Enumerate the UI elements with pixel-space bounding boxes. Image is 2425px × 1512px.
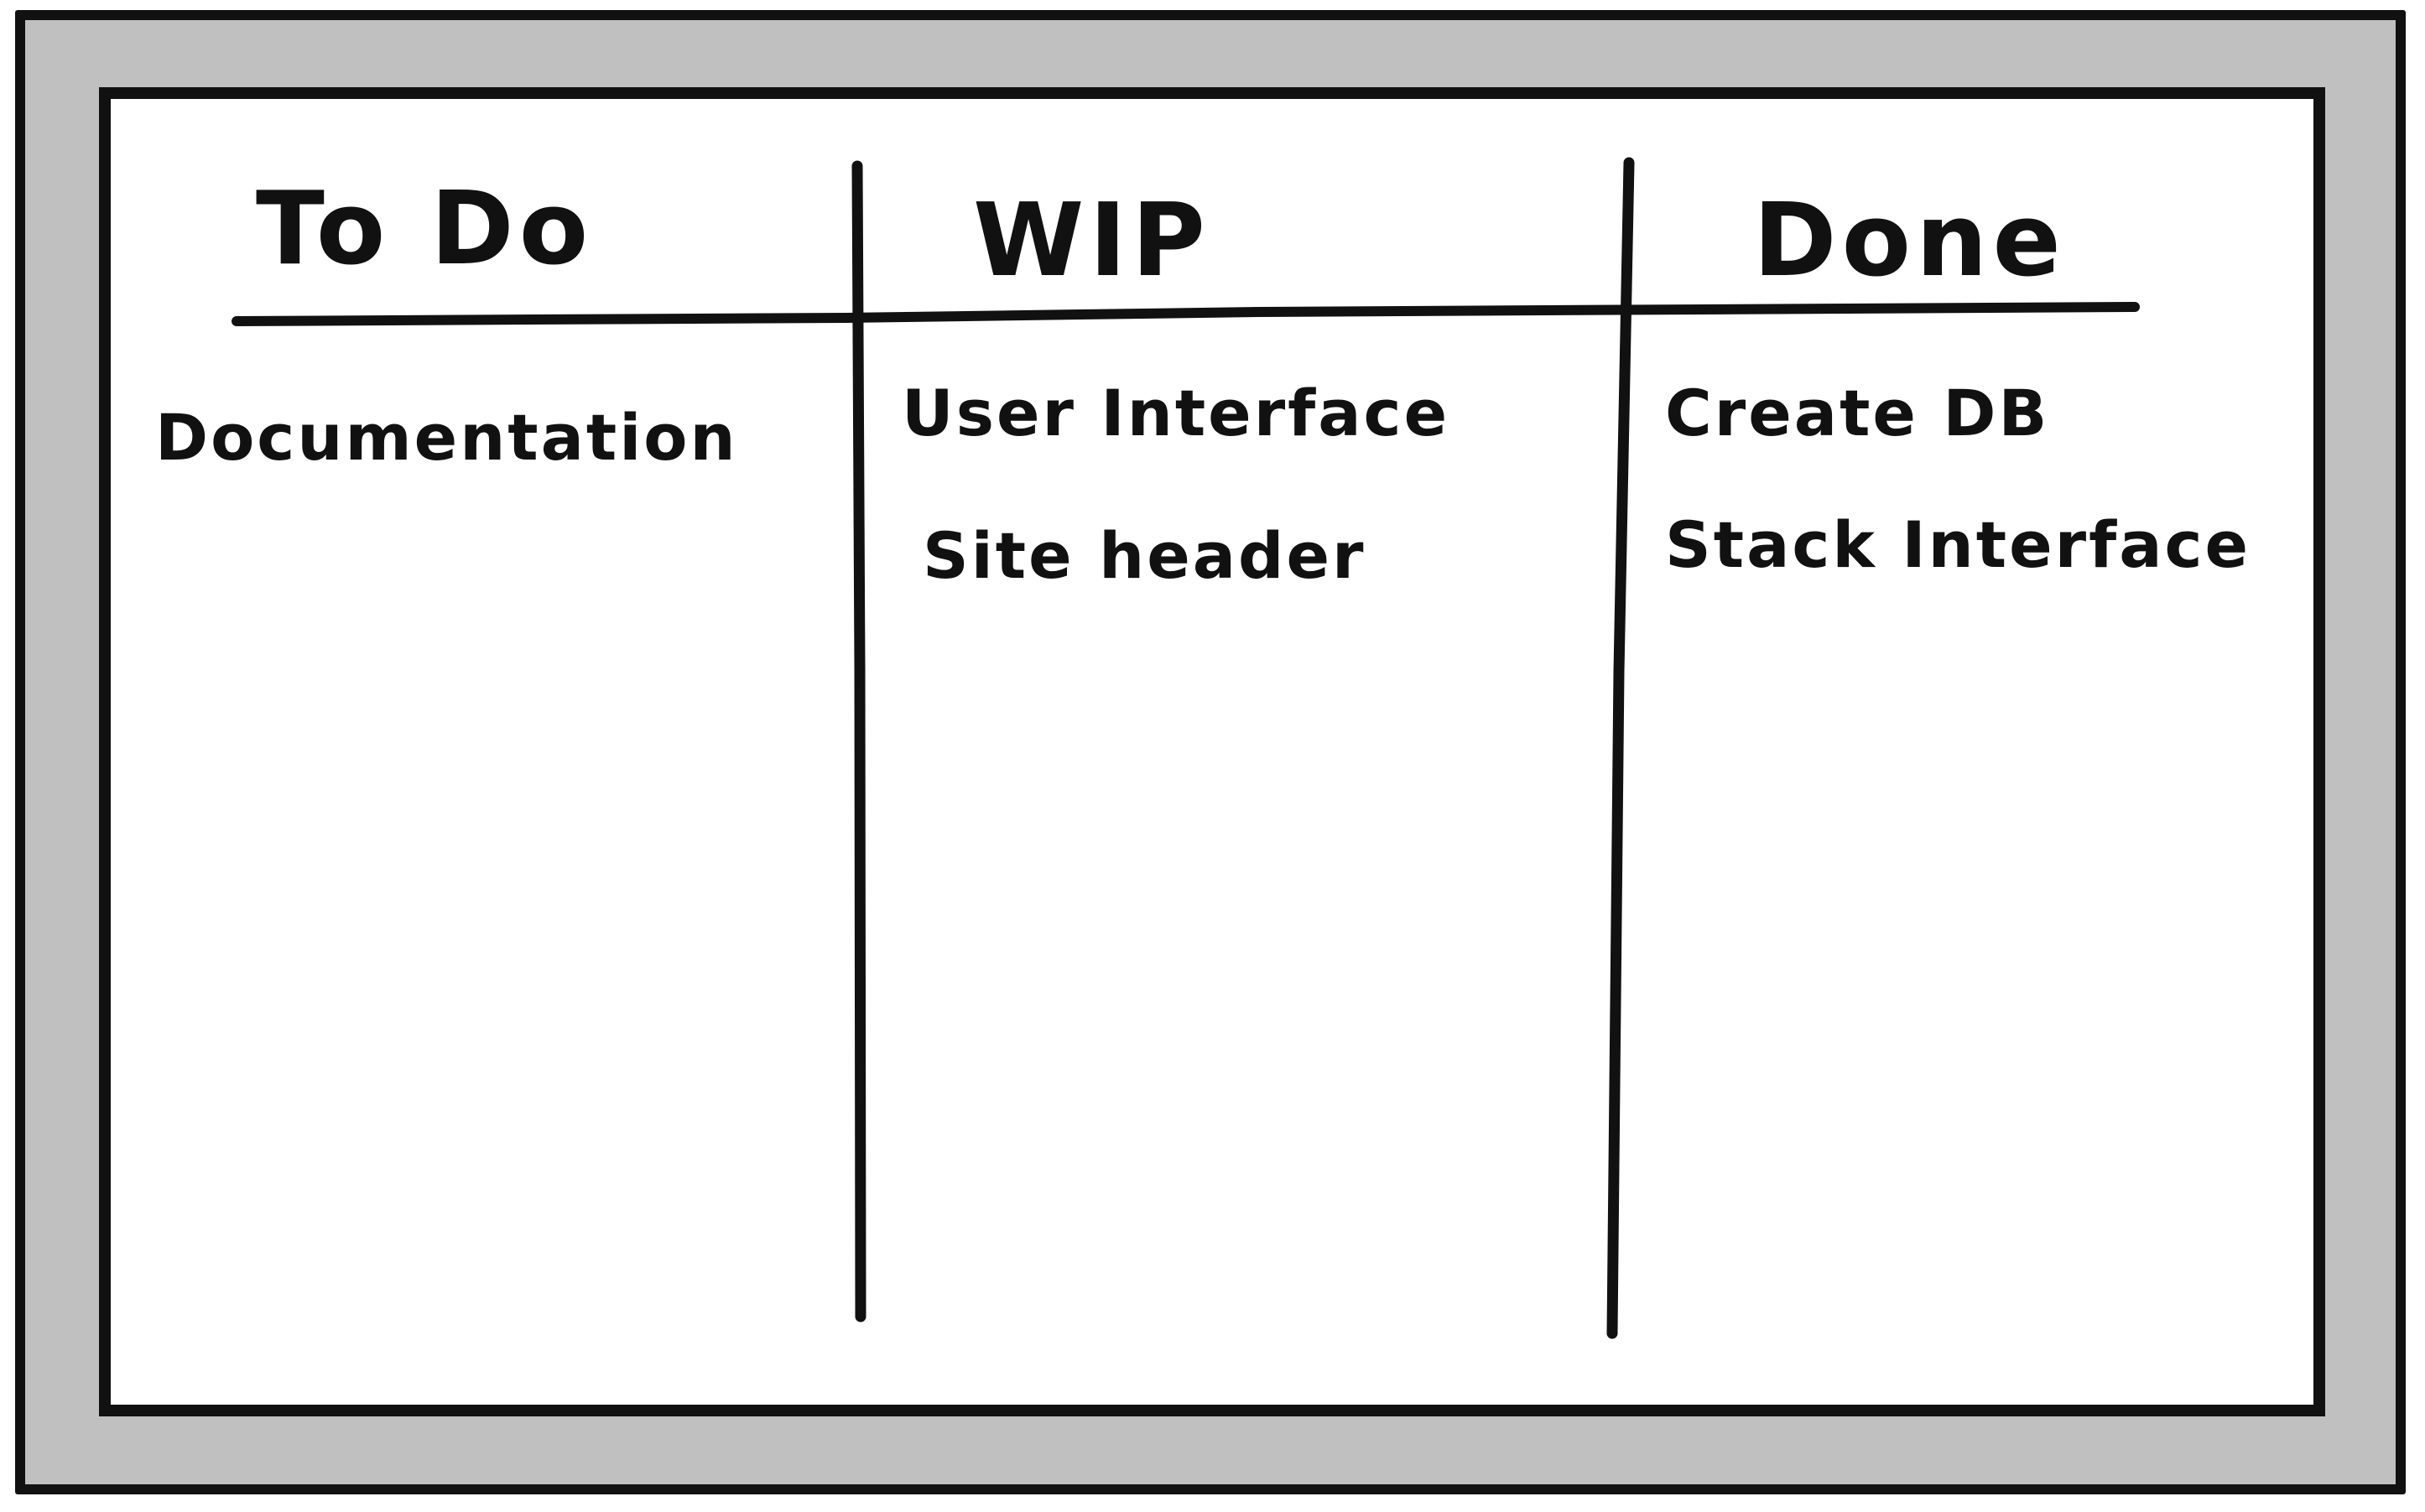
column-title-done: Done	[1753, 183, 2066, 299]
task-item-wip-1: User Interface	[902, 376, 1450, 450]
column-title-wip: WIP	[973, 183, 1210, 299]
task-item-done-1: Create DB	[1665, 376, 2050, 450]
task-item-todo-1: Documentation	[155, 400, 738, 475]
task-item-done-2: Stack Interface	[1665, 507, 2251, 582]
task-item-wip-2: Site header	[923, 518, 1366, 593]
column-title-todo: To Do	[256, 171, 594, 288]
